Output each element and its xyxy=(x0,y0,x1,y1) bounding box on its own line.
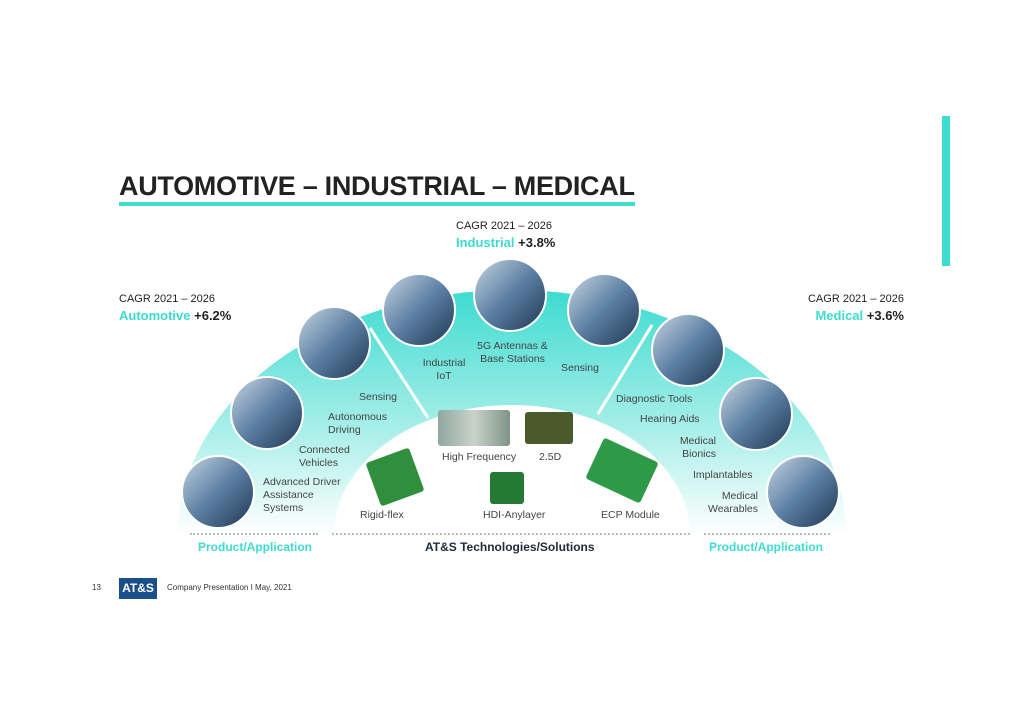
tech-label: High Frequency xyxy=(442,451,517,463)
cagr-industrial: CAGR 2021 – 2026 Industrial +3.8% xyxy=(456,220,555,250)
diagnostic-photo xyxy=(651,313,725,387)
tech-label: 2.5D xyxy=(539,451,562,463)
ats-logo: AT&S xyxy=(119,578,157,599)
cagr-value: +3.6% xyxy=(866,308,904,323)
cagr-period: CAGR 2021 – 2026 xyxy=(456,220,553,232)
cagr-period: CAGR 2021 – 2026 xyxy=(119,293,216,305)
divider-dotted xyxy=(704,533,830,535)
page-number: 13 xyxy=(92,583,101,592)
app-label: Autonomous Driving xyxy=(328,411,387,436)
app-label: Implantables xyxy=(693,469,753,481)
app-label: Connected Vehicles xyxy=(299,444,350,469)
antenna-photo xyxy=(473,258,547,332)
high-frequency-image xyxy=(438,410,510,446)
app-label: Medical Wearables xyxy=(708,490,758,515)
divider-dotted xyxy=(190,533,318,535)
warehouse-photo xyxy=(567,273,641,347)
app-label: Sensing xyxy=(359,391,397,403)
segment-name: Automotive xyxy=(119,308,191,323)
segment-name: Medical xyxy=(815,308,864,323)
tech-label: ECP Module xyxy=(601,509,660,521)
wearable-photo xyxy=(766,455,840,529)
driver-photo xyxy=(230,376,304,450)
app-label: Industrial IoT xyxy=(422,357,466,382)
tech-label: Rigid-flex xyxy=(360,509,404,521)
cagr-medical: CAGR 2021 – 2026 Medical +3.6% xyxy=(808,293,904,323)
label-technologies: AT&S Technologies/Solutions xyxy=(425,540,595,554)
autonomous-photo xyxy=(297,306,371,380)
label-product-application-right: Product/Application xyxy=(709,540,823,554)
app-label: Medical Bionics xyxy=(679,435,716,460)
divider-dotted xyxy=(332,533,690,535)
inner-arch xyxy=(334,405,690,535)
app-label: Sensing xyxy=(561,362,599,374)
accent-bar xyxy=(942,116,950,266)
segment-name: Industrial xyxy=(456,235,515,250)
label-product-application-left: Product/Application xyxy=(198,540,312,554)
cagr-automotive: CAGR 2021 – 2026 Automotive +6.2% xyxy=(119,293,231,323)
cagr-period: CAGR 2021 – 2026 xyxy=(807,293,904,305)
app-label: 5G Antennas & Base Stations xyxy=(477,340,548,365)
app-label: Diagnostic Tools xyxy=(616,393,693,405)
hearing-aid-photo xyxy=(719,377,793,451)
cagr-value: +6.2% xyxy=(194,308,232,323)
cagr-value: +3.8% xyxy=(518,235,556,250)
divider-right xyxy=(596,324,654,415)
footer-caption: Company Presentation I May, 2021 xyxy=(167,583,292,592)
industrial-iot-photo xyxy=(382,273,456,347)
2-5d-image xyxy=(525,412,573,444)
adas-photo xyxy=(181,455,255,529)
app-label: Advanced Driver Assistance Systems xyxy=(263,476,341,514)
app-label: Hearing Aids xyxy=(640,413,700,425)
page-title: AUTOMOTIVE – INDUSTRIAL – MEDICAL xyxy=(119,170,635,206)
hdi-anylayer-image xyxy=(490,472,524,504)
divider-left xyxy=(368,327,430,419)
tech-label: HDI-Anylayer xyxy=(483,509,546,521)
